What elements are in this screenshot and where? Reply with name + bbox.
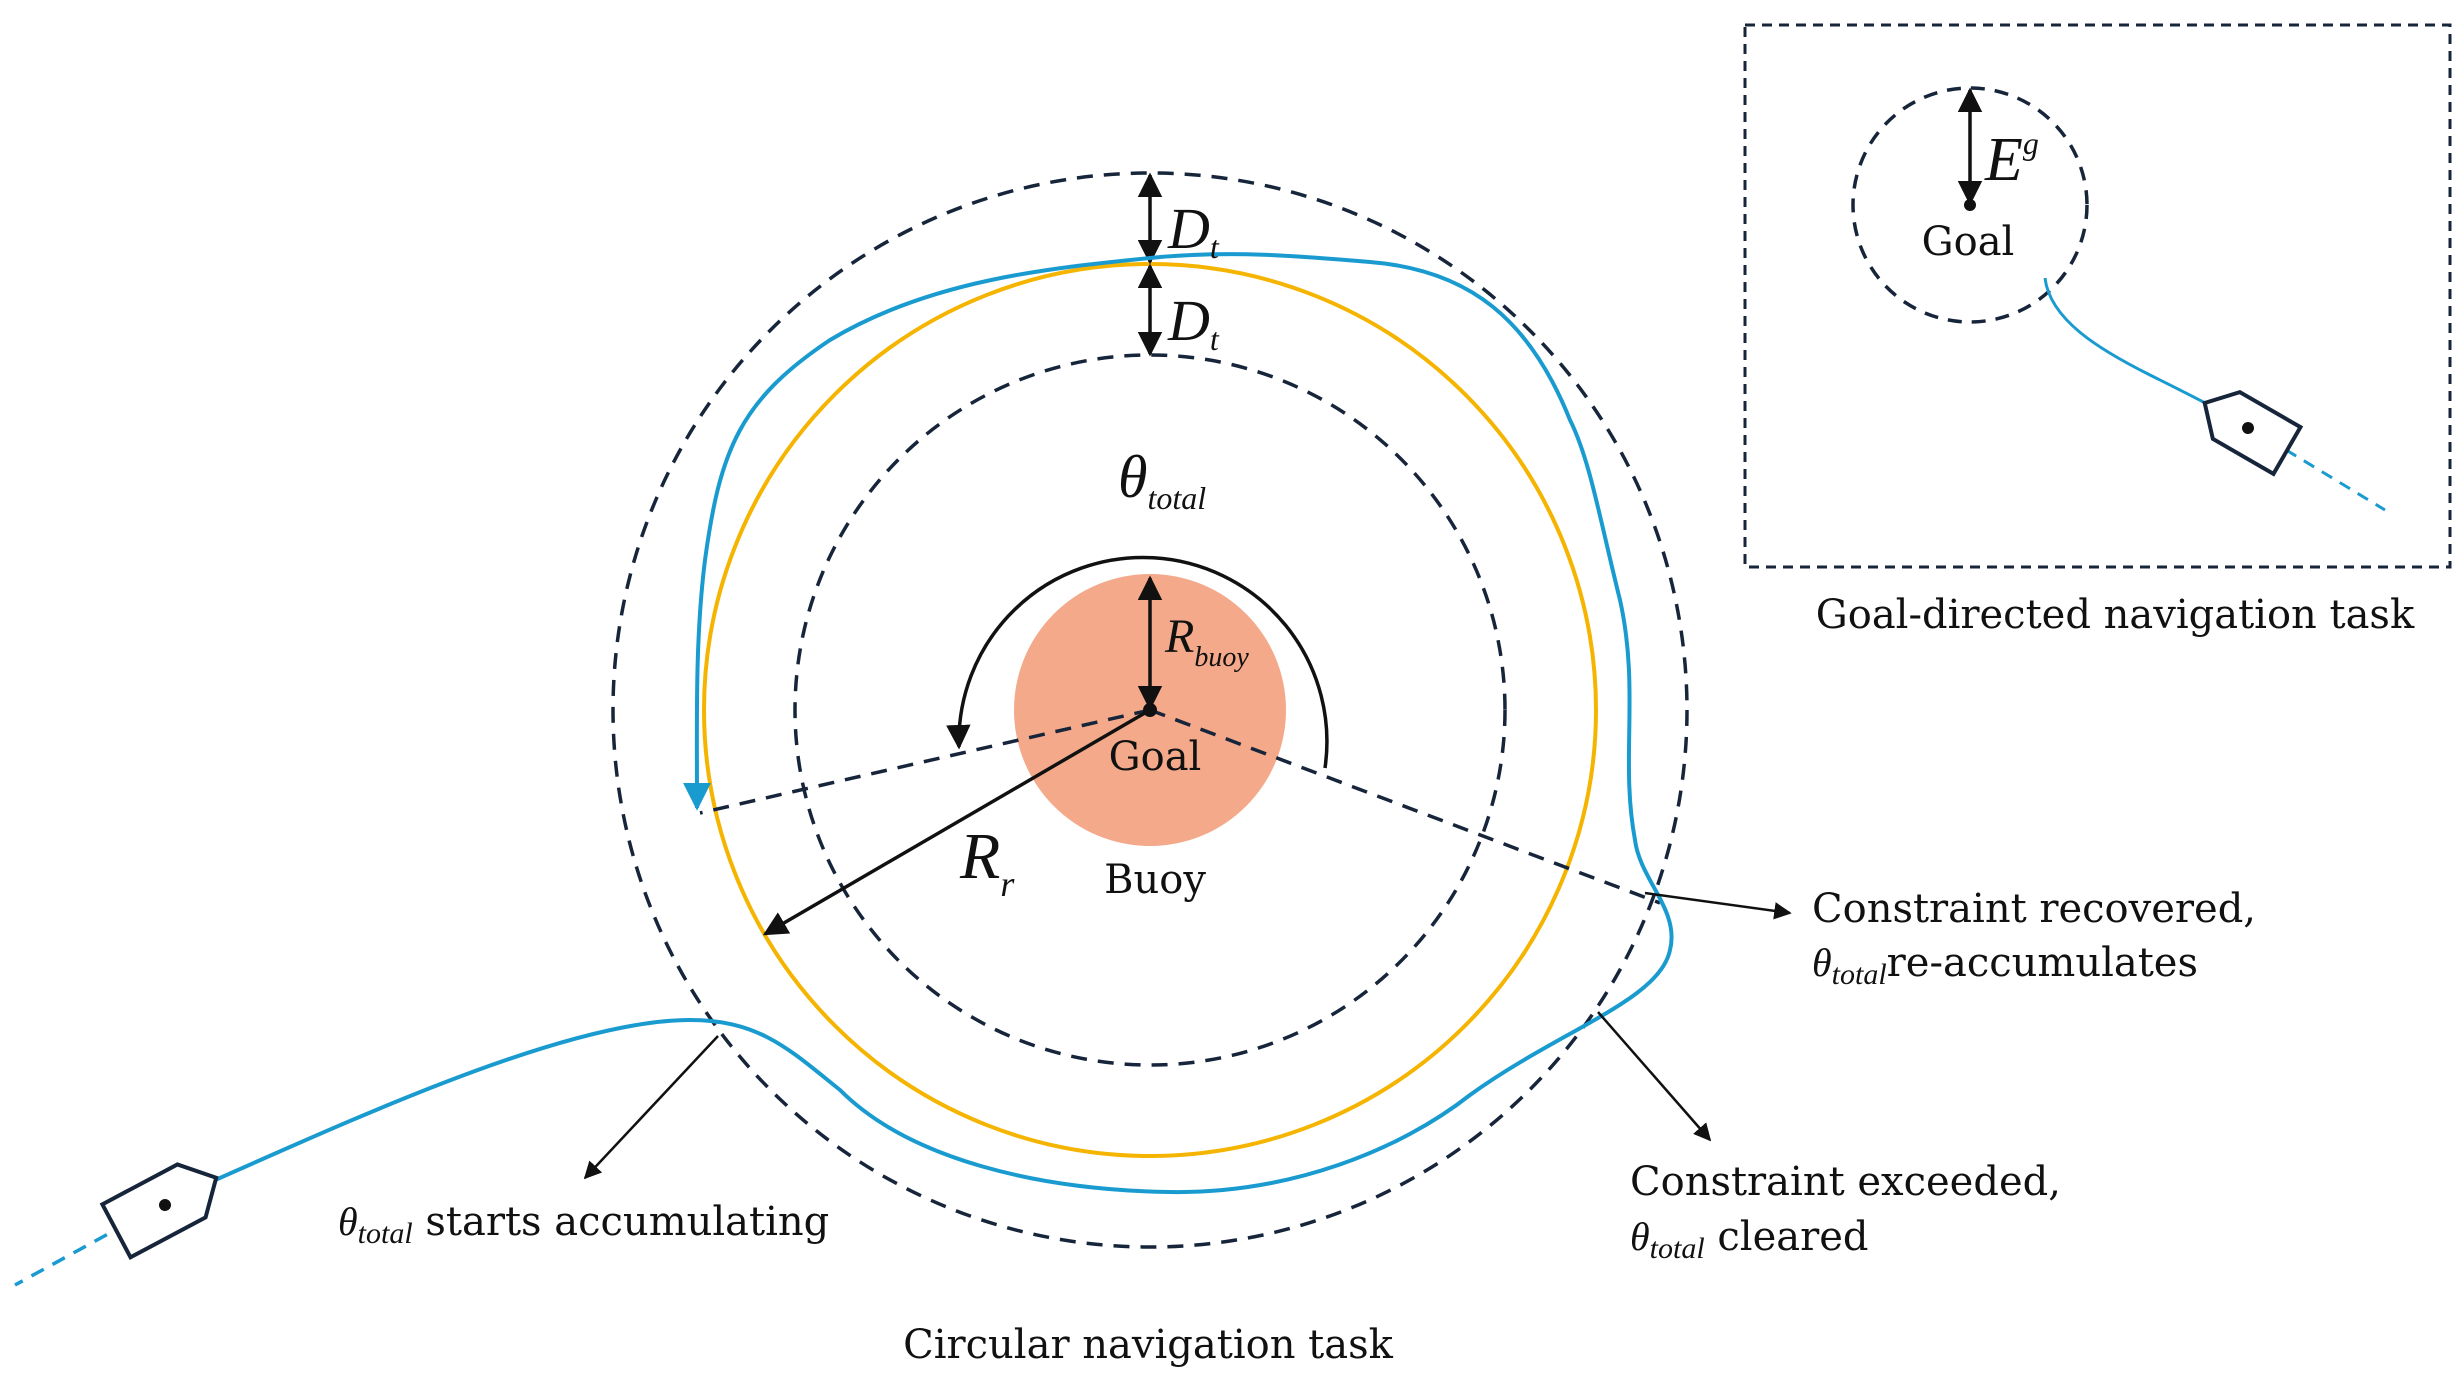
recovered-note-line1: Constraint recovered, xyxy=(1812,886,2256,932)
inner-boundary-circle xyxy=(793,353,1507,1067)
goal-task-frame xyxy=(1743,23,2452,569)
start-accumulating-note: θtotal starts accumulating xyxy=(338,1199,829,1250)
d-t-inner-label: Dt xyxy=(1167,288,1220,357)
ray-right xyxy=(1149,708,1661,905)
e-g-label: Eg xyxy=(1984,125,2039,194)
outer-boundary-circle xyxy=(611,171,1689,1249)
r-buoy-label: Rbuoy xyxy=(1164,610,1249,673)
boat-icon xyxy=(99,1162,219,1261)
ray-left xyxy=(699,708,1151,815)
theta-total-label: θtotal xyxy=(1118,444,1206,516)
ship-trajectory xyxy=(169,252,1674,1202)
recovered-pointer-arrow xyxy=(1644,891,1792,920)
r-r-label: Rr xyxy=(959,820,1015,904)
r-r-arrow xyxy=(762,708,1151,936)
theta-total-arc xyxy=(946,555,1329,769)
goal-directed-navigation-task: Eg Goal Goal-directed navigation task xyxy=(1743,23,2452,638)
exceeded-pointer-arrow xyxy=(1597,1011,1712,1142)
goal-task-goal-point xyxy=(1964,199,1976,211)
circular-navigation-task: Goal Buoy Rbuoy Rr θtotal Dt Dt θtotal s… xyxy=(14,171,2256,1368)
buoy-label: Buoy xyxy=(1104,857,1206,903)
goal-tolerance-circle xyxy=(1851,86,2089,324)
d-t-outer-label: Dt xyxy=(1167,196,1220,265)
goal-task-caption: Goal-directed navigation task xyxy=(1816,592,2415,638)
goal-label: Goal xyxy=(1109,734,1202,780)
recovered-note-line2: θtotalre-accumulates xyxy=(1812,940,2198,991)
goal-task-goal-label: Goal xyxy=(1922,219,2015,265)
start-pointer-arrow xyxy=(583,1035,719,1180)
goal-task-boat-icon xyxy=(2202,389,2304,477)
exceeded-note-line1: Constraint exceeded, xyxy=(1630,1159,2061,1205)
circular-task-caption: Circular navigation task xyxy=(903,1322,1393,1368)
exceeded-note-line2: θtotal cleared xyxy=(1630,1214,1869,1265)
goal-point xyxy=(1143,703,1157,717)
